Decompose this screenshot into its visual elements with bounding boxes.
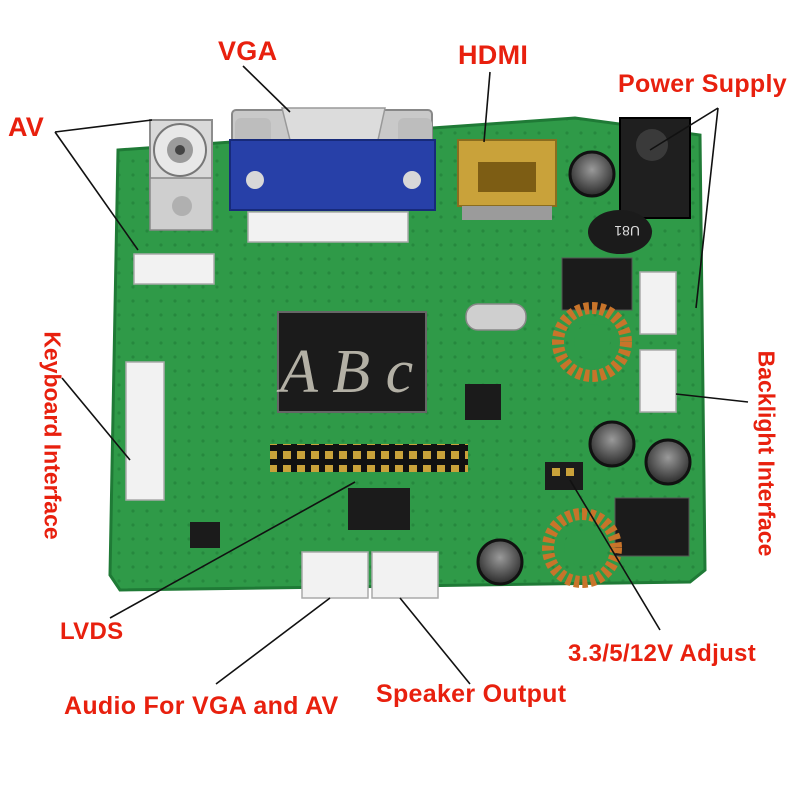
annotation-arrows <box>54 65 749 685</box>
capacitors <box>476 150 692 586</box>
main-chip <box>277 311 427 413</box>
label-adjust: 3.3/5/12V Adjust <box>568 640 756 667</box>
label-speaker: Speaker Output <box>376 680 567 708</box>
toroid-coils <box>542 302 632 588</box>
lvds-header <box>270 444 468 472</box>
av-connector <box>149 119 213 231</box>
label-keyboard-interface: Keyboard Interface <box>39 331 66 540</box>
label-audio: Audio For VGA and AV <box>64 692 339 720</box>
inductor-u81 <box>588 210 652 254</box>
hdmi-connector <box>457 139 557 220</box>
label-av: AV <box>8 112 45 142</box>
inductor-label: U81 <box>614 223 640 239</box>
label-power-supply: Power Supply <box>618 70 787 98</box>
power-jack <box>619 117 691 219</box>
label-lvds: LVDS <box>60 618 124 645</box>
label-backlight-interface: Backlight Interface <box>753 350 780 557</box>
watermark: A B c <box>276 338 413 406</box>
label-hdmi: HDMI <box>458 40 529 70</box>
label-vga: VGA <box>218 36 278 66</box>
vga-connector <box>229 107 436 211</box>
